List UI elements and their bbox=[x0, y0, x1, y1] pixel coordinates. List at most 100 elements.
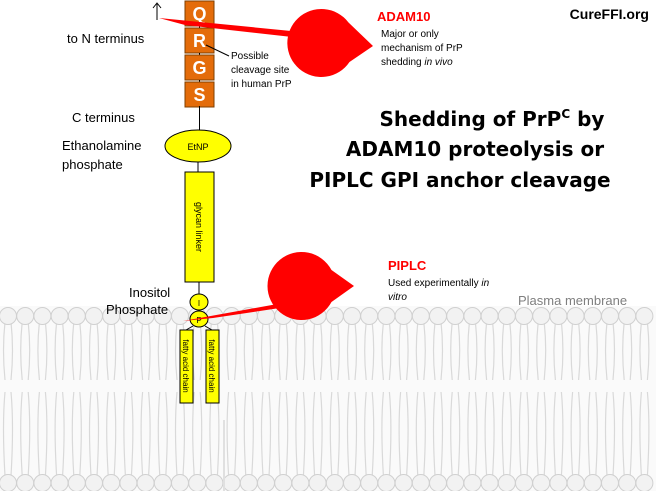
lipid-tail bbox=[622, 391, 625, 477]
title-line1-superscript: C bbox=[561, 107, 570, 121]
lipid-tail bbox=[450, 321, 453, 381]
lipid-tail bbox=[295, 391, 298, 477]
n-terminus-arrow bbox=[152, 2, 162, 20]
lipid-tail bbox=[260, 321, 264, 381]
lipid-tail bbox=[123, 391, 126, 477]
lipid-tail bbox=[578, 391, 581, 477]
lipid-tail bbox=[302, 321, 306, 381]
lipid-tail bbox=[457, 391, 461, 477]
fatty-acid-chain-label-left: fatty acid chain bbox=[181, 339, 190, 392]
cleavage-site-note-1: Possible bbox=[231, 51, 269, 62]
lipid-tail bbox=[595, 391, 598, 477]
lipid-tail bbox=[234, 391, 237, 477]
lipid-tail bbox=[174, 391, 178, 477]
lipid-tail bbox=[320, 391, 323, 477]
lipid-tail bbox=[639, 321, 642, 381]
lipid-head bbox=[497, 307, 516, 325]
phosphate-abbrev: P bbox=[196, 316, 201, 325]
lipid-tail bbox=[587, 321, 591, 381]
lipid-head bbox=[188, 474, 207, 491]
residue-letter: Q bbox=[192, 4, 206, 24]
adam10-enzyme-icon bbox=[287, 8, 373, 77]
lipid-tail bbox=[20, 321, 23, 381]
piplc-enzyme-icon bbox=[267, 251, 354, 320]
lipid-tail bbox=[406, 391, 409, 477]
lipid-tail bbox=[302, 391, 306, 477]
lipid-head bbox=[257, 474, 275, 491]
lipid-tail bbox=[329, 321, 333, 381]
lipid-head bbox=[325, 307, 344, 325]
lipid-tail bbox=[79, 321, 82, 381]
lipid-tail bbox=[467, 321, 470, 381]
lipid-tail bbox=[140, 391, 144, 477]
inositol-circle bbox=[189, 293, 209, 311]
adam10-name: ADAM10 bbox=[377, 9, 430, 24]
inositol-label: Inositol bbox=[129, 285, 170, 300]
lipid-tail bbox=[148, 391, 151, 477]
lipid-tail bbox=[96, 321, 100, 381]
lipid-tail bbox=[570, 391, 574, 477]
lipid-head bbox=[119, 474, 138, 491]
lipid-tail bbox=[140, 321, 144, 381]
lipid-head bbox=[480, 307, 499, 325]
lipid-tail bbox=[96, 391, 100, 477]
lipid-head bbox=[85, 307, 103, 325]
lipid-tail bbox=[165, 391, 168, 477]
lipid-tail bbox=[440, 391, 444, 477]
residue-box bbox=[184, 54, 215, 81]
lipid-tail bbox=[639, 391, 642, 477]
lipid-tail bbox=[165, 321, 168, 381]
phosphate-label: Phosphate bbox=[106, 302, 168, 317]
piplc-name: PIPLC bbox=[388, 258, 427, 273]
lipid-head bbox=[480, 474, 499, 491]
lipid-head bbox=[153, 474, 172, 491]
lipid-tail bbox=[474, 391, 478, 477]
lipid-tail bbox=[130, 321, 134, 381]
lipid-tail bbox=[2, 391, 6, 477]
lipid-head bbox=[360, 474, 379, 491]
inositol-abbrev: I bbox=[198, 299, 200, 308]
lipid-head bbox=[618, 307, 637, 325]
lipid-tail bbox=[612, 391, 616, 477]
lipid-tail bbox=[536, 391, 539, 477]
lipid-tail bbox=[484, 321, 488, 381]
lipid-tail bbox=[278, 321, 281, 381]
lipid-tail bbox=[629, 391, 633, 477]
lipid-tail bbox=[62, 391, 65, 477]
lipid-head bbox=[635, 474, 654, 491]
lipid-head bbox=[583, 307, 602, 325]
lipid-tail bbox=[148, 321, 151, 381]
lipid-tail bbox=[79, 391, 82, 477]
lipid-head bbox=[566, 474, 585, 491]
cleavage-site-pointer bbox=[205, 44, 230, 57]
lipid-tail bbox=[346, 391, 350, 477]
lipid-tail bbox=[595, 321, 598, 381]
residue-box bbox=[184, 27, 215, 54]
adam10-note-3-italic: in vivo bbox=[424, 57, 453, 68]
lipid-head bbox=[102, 474, 121, 491]
lipid-tail bbox=[560, 321, 564, 381]
lipid-tail bbox=[622, 321, 625, 381]
lipid-tail bbox=[415, 321, 419, 381]
lipid-tail bbox=[432, 321, 436, 381]
lipid-head bbox=[446, 307, 465, 325]
lipid-head bbox=[222, 474, 241, 491]
lipid-head bbox=[549, 307, 568, 325]
lipid-tail bbox=[364, 391, 367, 477]
lipid-tail bbox=[536, 321, 539, 381]
lipid-tail bbox=[364, 321, 367, 381]
lipid-tail bbox=[553, 321, 556, 381]
lipid-tail bbox=[44, 321, 48, 381]
lipid-tail bbox=[381, 321, 384, 381]
site-watermark: CureFFI.org bbox=[570, 6, 649, 22]
lipid-tail bbox=[106, 321, 109, 381]
lipid-tail bbox=[10, 391, 14, 477]
glycan-linker-label: glycan linker bbox=[194, 202, 204, 252]
lipid-tail bbox=[174, 321, 178, 381]
lipid-head bbox=[411, 474, 430, 491]
lipid-tail bbox=[543, 321, 547, 381]
piplc-note-1-text: Used experimentally bbox=[388, 278, 481, 289]
lipid-head bbox=[67, 307, 86, 325]
lipid-head bbox=[33, 474, 52, 491]
